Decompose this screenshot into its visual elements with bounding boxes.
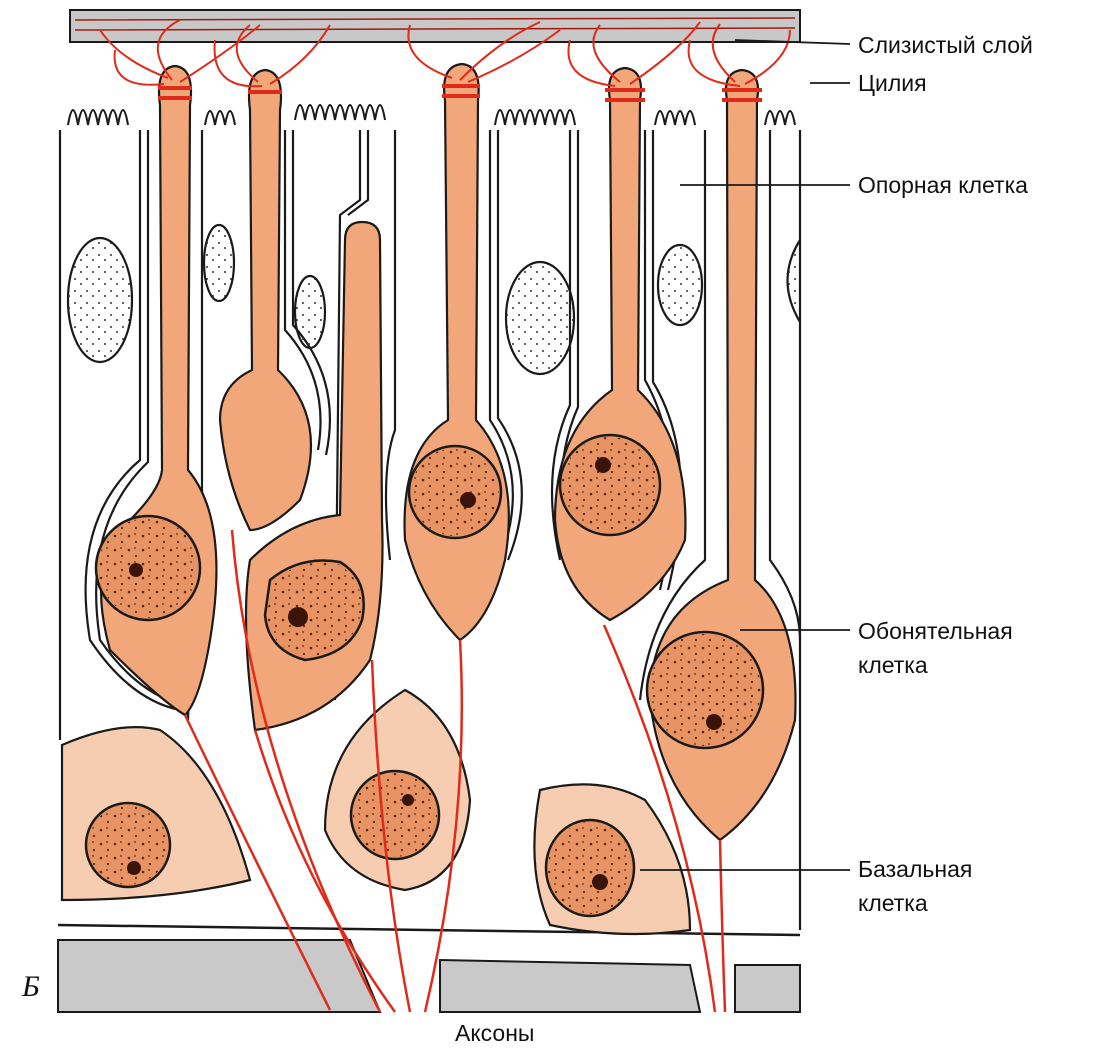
label-basal-cell-line1: Базальная	[858, 856, 972, 883]
label-olfactory-cell-line2: клетка	[858, 652, 928, 679]
panel-letter: Б	[22, 970, 40, 1004]
label-olfactory-cell-line1: Обонятельная	[858, 618, 1013, 645]
mucus-layer	[70, 10, 800, 42]
label-mucus-layer: Слизистый слой	[858, 32, 1033, 59]
label-basal-cell-line2: клетка	[858, 890, 928, 917]
label-supporting-cell: Опорная клетка	[858, 172, 1028, 199]
label-axons: Аксоны	[455, 1020, 534, 1047]
label-cilia: Цилия	[858, 70, 927, 97]
